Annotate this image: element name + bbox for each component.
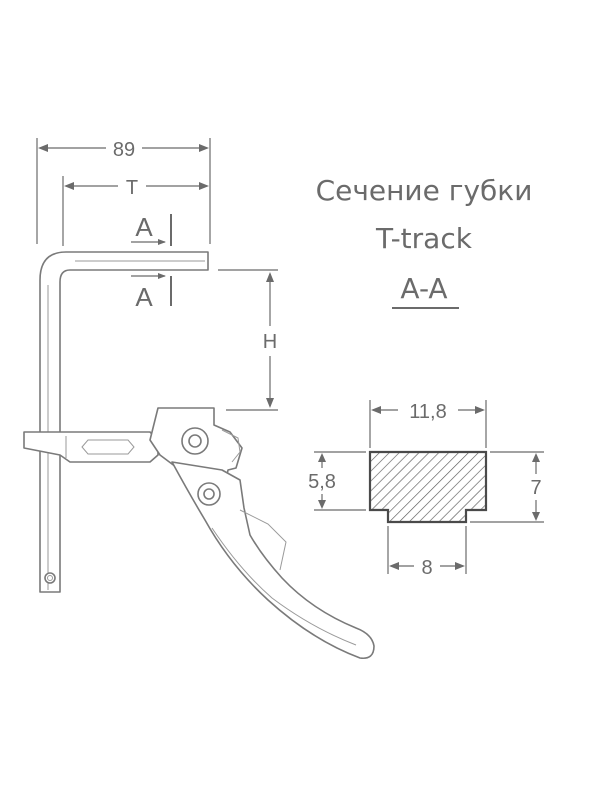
dimension-H: H — [218, 269, 278, 411]
section-mark-bottom: A — [131, 273, 172, 312]
dimension-7: 7 — [470, 451, 544, 523]
dimension-5-8: 5,8 — [308, 451, 366, 511]
section-mark-bottom-label: A — [135, 282, 153, 312]
dim-8-label: 8 — [421, 557, 432, 579]
title-line-2: T-track — [375, 222, 473, 255]
section-mark-top-label: A — [135, 212, 153, 242]
dim-T-label: T — [126, 177, 138, 199]
dimension-89: 89 — [36, 138, 211, 244]
bar-hole — [44, 572, 56, 584]
dim-H-label: H — [263, 331, 277, 353]
title-block: Сечение губки T-track A-A — [316, 174, 533, 309]
dim-5-8-label: 5,8 — [308, 471, 336, 493]
dimension-8: 8 — [387, 526, 467, 579]
clamp-bar — [39, 251, 209, 593]
dim-7-label: 7 — [530, 477, 541, 499]
dimension-T: T — [62, 176, 209, 246]
clamp-drawing — [23, 251, 375, 660]
t-track-section — [368, 450, 488, 524]
section-profile — [368, 450, 488, 524]
section-mark-top: A — [131, 212, 172, 246]
title-line-3: A-A — [400, 272, 447, 305]
dim-89-label: 89 — [113, 139, 135, 161]
dim-11-8-label: 11,8 — [409, 401, 446, 423]
clamp-handle — [171, 461, 375, 660]
title-line-1: Сечение губки — [316, 174, 533, 207]
dimension-11-8: 11,8 — [369, 400, 487, 448]
